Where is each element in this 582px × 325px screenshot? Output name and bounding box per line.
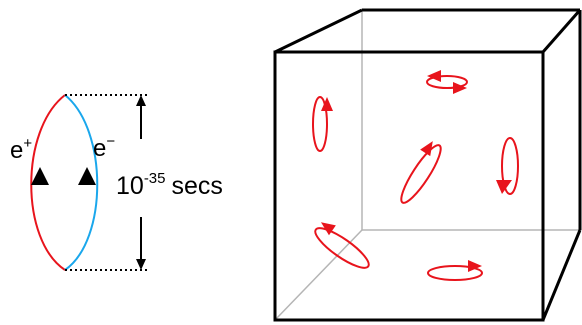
- positron-label: e+: [10, 135, 32, 164]
- electron-line: [64, 94, 99, 271]
- vacuum-box-diagram: [273, 8, 582, 322]
- loop-icon: [496, 137, 519, 195]
- loop-icon: [427, 260, 483, 281]
- time-arrow-up-icon: [136, 95, 146, 106]
- loop-icon: [314, 222, 370, 269]
- positron-arrow-icon: [31, 167, 49, 185]
- time-arrow-down-icon: [136, 259, 146, 270]
- loop-icon: [426, 70, 468, 94]
- loop-arrows: [312, 70, 519, 281]
- electron-arrow-icon: [78, 167, 96, 185]
- electron-label: e−: [93, 133, 115, 162]
- box-visible-edges: [273, 8, 582, 322]
- loop-icon: [400, 141, 442, 204]
- loop-icon: [312, 96, 333, 152]
